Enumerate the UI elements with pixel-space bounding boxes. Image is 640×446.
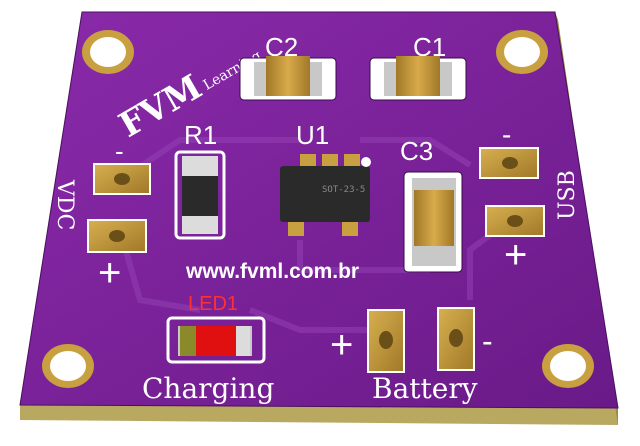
label-c3: C3 bbox=[400, 136, 433, 166]
label-u1: U1 bbox=[296, 120, 329, 150]
capacitor-c2: C2 bbox=[239, 32, 337, 101]
usb-plus-pad bbox=[485, 205, 545, 237]
vdc-minus-label: - bbox=[115, 136, 124, 166]
mounting-holes bbox=[42, 30, 594, 388]
vdc-plus-label: + bbox=[98, 251, 121, 295]
led-charging: LED1 Charging bbox=[142, 293, 274, 405]
battery-plus-label: + bbox=[330, 323, 353, 367]
ic-marking: SOT-23-5 bbox=[322, 185, 365, 195]
usb-connector: - + USB bbox=[479, 119, 580, 277]
capacitor-c1: C1 bbox=[369, 32, 467, 101]
battery-label: Battery bbox=[372, 372, 478, 405]
label-led1: LED1 bbox=[188, 293, 238, 315]
usb-plus-label: + bbox=[504, 233, 527, 277]
battery-minus-label: - bbox=[482, 323, 493, 359]
usb-minus-label: - bbox=[502, 119, 511, 150]
pcb-edge bbox=[20, 405, 618, 425]
vdc-connector: - + VDC bbox=[52, 136, 151, 295]
battery-connector: + - Battery bbox=[330, 307, 493, 405]
resistor-r1: R1 bbox=[174, 120, 226, 240]
vdc-label: VDC bbox=[52, 179, 77, 230]
website-text: www.fvml.com.br bbox=[185, 260, 359, 283]
usb-label: USB bbox=[555, 170, 580, 220]
capacitor-c3: C3 bbox=[400, 136, 463, 273]
label-r1: R1 bbox=[184, 120, 217, 150]
ic-u1: U1 SOT-23-5 bbox=[280, 120, 371, 236]
charging-label: Charging bbox=[142, 372, 274, 405]
